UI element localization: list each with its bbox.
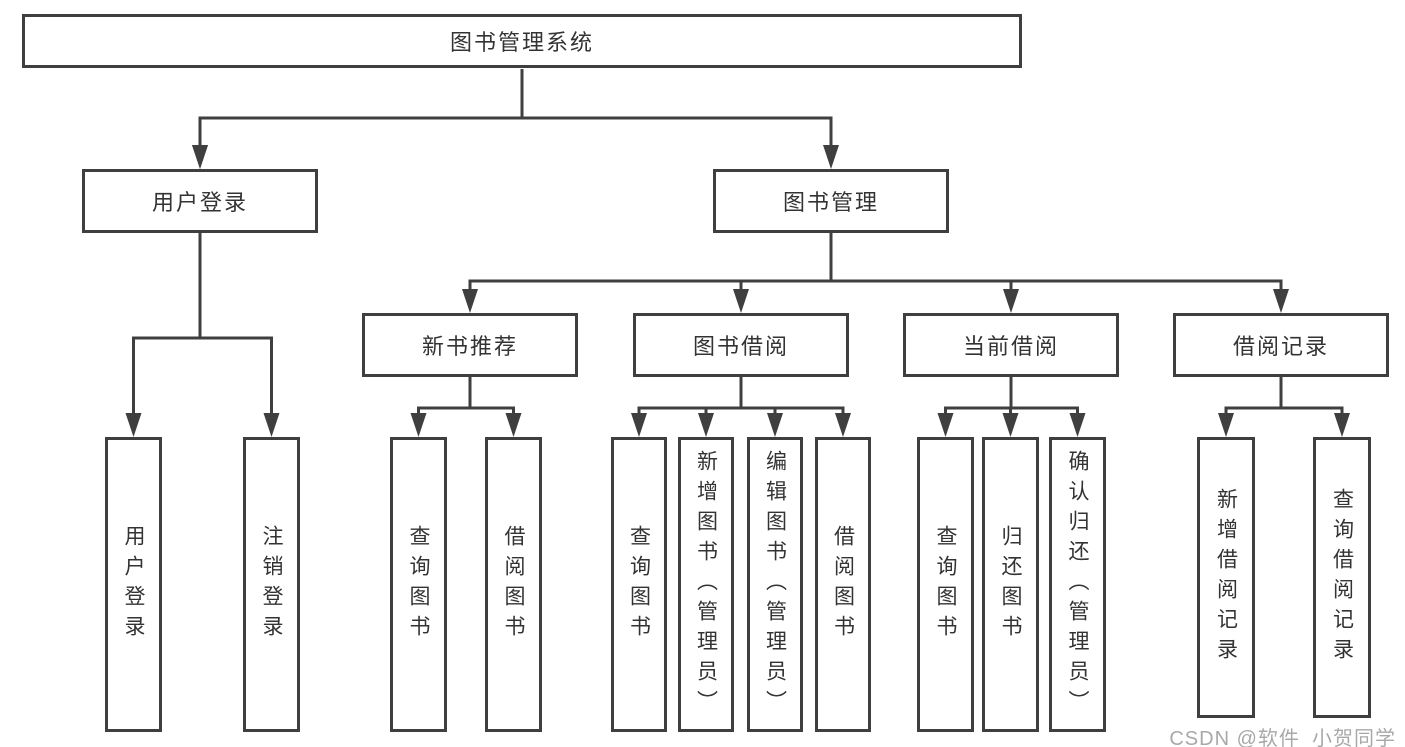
node-book-management: 图书管理: [713, 169, 949, 233]
node-borrowing-records: 借阅记录: [1173, 313, 1389, 377]
leaf-current-return-books: 归还图书: [982, 437, 1039, 732]
leaf-records-query-record-label: 查询借阅记录: [1330, 487, 1354, 668]
leaf-current-confirm-return-admin-label: 确认归还（管理员）: [1066, 449, 1089, 720]
leaf-current-query-books: 查询图书: [917, 437, 974, 732]
connector-records-to-leaves: [1218, 377, 1350, 437]
node-new-book-recommend: 新书推荐: [362, 313, 578, 377]
leaf-current-return-books-label: 归还图书: [999, 524, 1022, 645]
leaf-records-add-record-label: 新增借阅记录: [1214, 487, 1238, 668]
node-library-system-label: 图书管理系统: [449, 30, 594, 55]
leaf-borrow-edit-books-admin-label: 编辑图书（管理员）: [763, 449, 787, 720]
leaf-borrow-query-books: 查询图书: [611, 437, 667, 732]
connector-userlogin-to-leaves: [125, 233, 280, 437]
node-user-login: 用户登录: [82, 169, 318, 233]
leaf-borrow-query-books-label: 查询图书: [627, 524, 651, 645]
node-book-borrowing: 图书借阅: [633, 313, 849, 377]
node-current-borrowing-label: 当前借阅: [962, 334, 1059, 359]
node-book-borrowing-label: 图书借阅: [692, 334, 789, 359]
leaf-borrow-add-books-admin: 新增图书（管理员）: [678, 437, 734, 732]
leaf-user-login: 用户登录: [105, 437, 162, 732]
leaf-current-confirm-return-admin: 确认归还（管理员）: [1049, 437, 1106, 732]
leaf-newbooks-query-books: 查询图书: [390, 437, 447, 732]
leaf-records-add-record: 新增借阅记录: [1197, 437, 1255, 718]
leaf-logout-label: 注销登录: [260, 524, 283, 645]
node-current-borrowing: 当前借阅: [903, 313, 1119, 377]
leaf-borrow-borrow-books: 借阅图书: [815, 437, 871, 732]
leaf-user-login-label: 用户登录: [122, 524, 145, 645]
leaf-borrow-borrow-books-label: 借阅图书: [831, 524, 855, 645]
leaf-borrow-add-books-admin-label: 新增图书（管理员）: [694, 449, 718, 720]
node-new-book-recommend-label: 新书推荐: [421, 334, 518, 359]
csdn-watermark: CSDN @软件_小贺同学: [1169, 728, 1396, 747]
connector-bookmgmt-to-level3: [462, 233, 1289, 313]
leaf-logout: 注销登录: [243, 437, 300, 732]
leaf-current-query-books-label: 查询图书: [934, 524, 957, 645]
node-library-system: 图书管理系统: [22, 14, 1022, 68]
connector-root-to-level2: [192, 69, 839, 169]
node-book-management-label: 图书管理: [782, 190, 879, 215]
connector-currentborrow-to-leaves: [937, 377, 1086, 437]
connector-newbooks-to-leaves: [410, 377, 522, 437]
leaf-newbooks-borrow-books: 借阅图书: [485, 437, 542, 732]
node-borrowing-records-label: 借阅记录: [1232, 334, 1329, 359]
leaf-newbooks-query-books-label: 查询图书: [407, 524, 430, 645]
node-user-login-label: 用户登录: [151, 190, 248, 215]
connector-bookborrow-to-leaves: [631, 377, 851, 437]
leaf-records-query-record: 查询借阅记录: [1313, 437, 1371, 718]
leaf-borrow-edit-books-admin: 编辑图书（管理员）: [747, 437, 803, 732]
leaf-newbooks-borrow-books-label: 借阅图书: [502, 524, 525, 645]
